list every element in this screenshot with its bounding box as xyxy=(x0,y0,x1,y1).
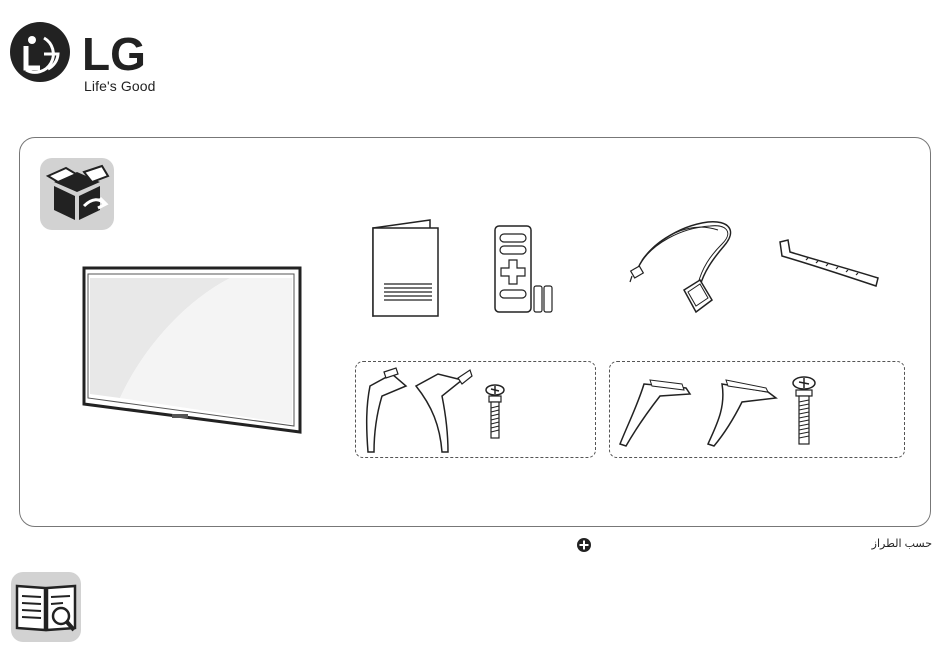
stand-legs-a-illustration xyxy=(362,366,482,456)
tv-panel-illustration xyxy=(80,264,306,436)
stand-screw-b-icon xyxy=(790,376,818,448)
model-note: حسب الطراز xyxy=(840,537,932,550)
manual-search-icon xyxy=(11,572,81,642)
open-box-icon xyxy=(40,158,114,230)
stand-legs-b-illustration xyxy=(616,374,786,450)
owners-manual-illustration xyxy=(370,218,442,320)
logo-tagline: Life's Good xyxy=(84,78,155,94)
cable-holder-illustration xyxy=(776,238,882,288)
plus-circle-icon xyxy=(576,537,592,553)
stand-screw-a-icon xyxy=(483,384,507,444)
svg-text:LG: LG xyxy=(82,28,146,80)
power-cord-illustration xyxy=(628,216,744,320)
remote-and-batteries-illustration xyxy=(492,224,556,316)
